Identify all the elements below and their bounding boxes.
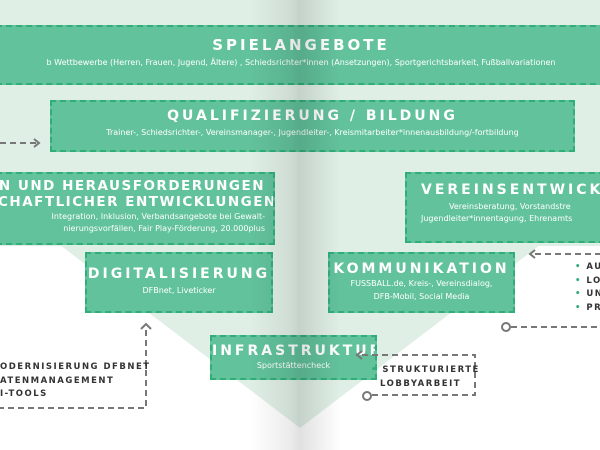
note-left: ODERNISIERUNG DFBNET ATENMANAGEMENT I-TO… [0,361,151,402]
note-lobby: • STRUKTURIERTE LOBBYARBEIT [371,364,480,391]
note-line: ODERNISIERUNG DFBNET [0,362,151,372]
circle-endpoint-icon [501,322,511,332]
bullet-icon: • [575,289,587,299]
note-line: UN [586,289,600,299]
box-subtitle: DFB-Mobil, Social Media [373,292,470,301]
note-line: LOBBYARBEIT [380,378,462,389]
box-qualifizierung: QUALIFIZIERUNG / BILDUNG Trainer-, Schie… [50,100,575,152]
box-subtitle: Integration, Inklusion, Verbandsangebote… [51,212,265,221]
box-title: INFRASTRUKTUR [212,343,377,359]
bullet-icon: • [575,262,587,272]
arrow-left-icon [528,249,536,259]
bullet-icon: • [575,275,587,286]
circle-endpoint-icon [362,391,372,401]
bullet-icon: • [371,365,383,375]
box-digitalisierung: DIGITALISIERUNG DFBnet, Liveticker [85,252,273,313]
box-herausforderungen: N UND HERAUSFORDERUNGEN CHAFTLICHER ENTW… [0,172,275,245]
note-line: PR [586,302,600,313]
bullet-icon: • [575,302,587,313]
box-spielangebote: SPIELANGEBOTE b Wettbewerbe (Herren, Fra… [0,25,600,85]
box-subtitle: Trainer-, Schiedsrichter-, Vereinsmanage… [106,128,519,137]
box-infrastruktur: INFRASTRUKTUR Sportstättencheck [210,335,377,380]
box-title: KOMMUNIKATION [333,261,510,277]
note-line: STRUKTURIERTE [382,365,480,375]
note-line: LO [586,275,600,286]
box-title: N UND HERAUSFORDERUNGEN [0,178,265,194]
box-subtitle: Jugendleiter*innentagung, Ehrenamts [421,214,573,223]
box-subtitle: Sportstättencheck [256,361,331,370]
note-line: I-TOOLS [0,389,48,399]
box-kommunikation: KOMMUNIKATION FUSSBALL.de, Kreis-, Verei… [328,252,515,313]
arrow-up-icon [140,322,152,330]
box-title: SPIELANGEBOTE [212,36,390,54]
box-subtitle: nierungsvorfällen, Fair Play-Förderung, … [63,224,265,233]
arrow-right-icon [33,138,41,148]
box-title: VEREINSENTWICKL [421,182,600,198]
box-subtitle: DFBnet, Liveticker [142,286,216,295]
box-subtitle: FUSSBALL.de, Kreis-, Vereinsdialog, [350,279,493,288]
box-title: DIGITALISIERUNG [87,266,271,282]
note-line: ATENMANAGEMENT [0,375,115,386]
box-vereinsentwicklung: VEREINSENTWICKL Vereinsberatung, Vorstan… [405,172,600,243]
box-subtitle: b Wettbewerbe (Herren, Frauen, Jugend, Ä… [46,58,556,67]
box-subtitle: Vereinsberatung, Vorstandstre [449,202,571,211]
note-line: AU [586,262,600,272]
note-right: • AU • LO • UN • PR [575,261,600,315]
arrow-left-icon [355,350,363,360]
box-title: QUALIFIZIERUNG / BILDUNG [167,108,458,124]
box-title: CHAFTLICHER ENTWICKLUNGEN [0,194,275,210]
